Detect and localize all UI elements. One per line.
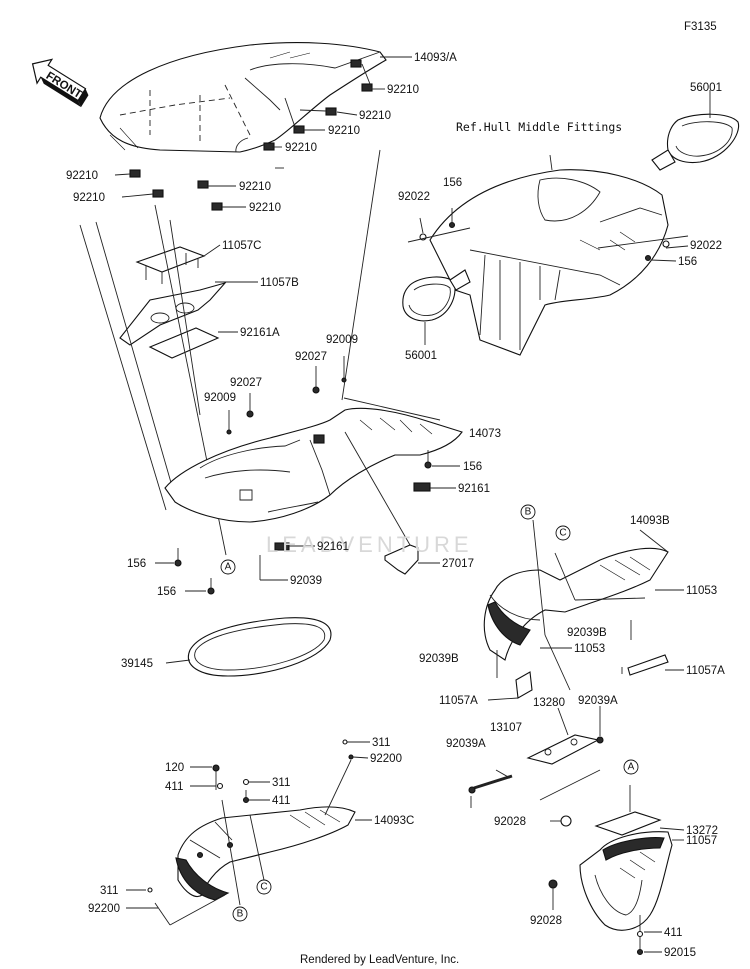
part-label: 120 (165, 762, 184, 774)
callout-c-bottom: C (256, 879, 272, 895)
part-label: 92039 (290, 575, 322, 587)
part-label: 13280 (533, 697, 565, 709)
reference-note: Ref.Hull Middle Fittings (456, 120, 622, 134)
part-label: 13272 (686, 825, 718, 837)
part-label: 56001 (405, 350, 437, 362)
part-label: 311 (372, 737, 390, 749)
part-label: 92027 (230, 377, 262, 389)
part-label: 92161 (458, 483, 490, 495)
part-label: 39145 (121, 658, 153, 670)
part-label: 92039A (578, 695, 618, 707)
seal-39145 (165, 617, 332, 677)
svg-text:A: A (628, 762, 635, 773)
part-label: 92039B (419, 653, 459, 665)
part-label: 11057A (439, 695, 478, 707)
bolts-92009-92027 (226, 356, 347, 435)
part-label: 92210 (66, 170, 98, 182)
fasteners-14093b (487, 519, 684, 701)
svg-text:B: B (237, 909, 244, 920)
part-label: 92200 (370, 753, 402, 765)
part-label: 92039A (446, 738, 486, 750)
seat-cover-14093a (99, 42, 387, 153)
part-label: 11053 (686, 585, 717, 597)
seat-base-body (164, 407, 463, 523)
fasteners-92022-156 (407, 208, 689, 262)
svg-text:B: B (525, 507, 532, 518)
part-label: 56001 (690, 82, 722, 94)
svg-text:C: C (260, 882, 267, 893)
part-label: 411 (272, 795, 290, 807)
part-label: 92028 (530, 915, 562, 927)
grommet-92210-group (129, 59, 373, 211)
cover-14093b (483, 529, 669, 661)
part-label: 92200 (88, 903, 120, 915)
bracket-11057 (579, 831, 684, 956)
figure-code: F3135 (684, 21, 717, 33)
part-label: 92210 (285, 142, 317, 154)
washer-92028 (548, 815, 572, 910)
callout-a-left: A (220, 559, 236, 575)
callout-a-right: A (623, 759, 639, 775)
svg-text:C: C (559, 528, 566, 539)
part-label: 311 (100, 885, 118, 897)
bracket-11057c (135, 244, 221, 284)
part-27017 (344, 431, 440, 575)
mirror-56001-lower (402, 269, 471, 345)
part-label: 156 (157, 586, 176, 598)
callout-b-top: B (520, 504, 536, 520)
part-labels: 14093/A 92210 92210 92210 92210 92210 92… (66, 52, 725, 959)
svg-text:A: A (225, 562, 232, 573)
part-label: 27017 (442, 558, 474, 570)
front-arrow-icon: FRONT (31, 58, 89, 108)
watermark: LEADVENTURE (266, 532, 473, 557)
bracket-13280 (526, 706, 604, 765)
part-label: 92210 (328, 125, 360, 137)
part-label: 11057B (260, 277, 299, 289)
part-label: 411 (165, 781, 183, 793)
part-label: 156 (443, 177, 462, 189)
pin-13107 (468, 769, 601, 808)
part-label: 311 (272, 777, 290, 789)
part-label: 156 (463, 461, 482, 473)
plate-92161a (148, 327, 238, 359)
hull-middle-fittings (429, 154, 669, 356)
part-label: 92028 (494, 816, 526, 828)
part-label: 92210 (73, 192, 105, 204)
part-label: 92161A (240, 327, 280, 339)
part-label: 92210 (359, 110, 391, 122)
part-label: 92210 (249, 202, 281, 214)
footer-credit: Rendered by LeadVenture, Inc. (300, 954, 459, 966)
part-label: 92039B (567, 627, 607, 639)
part-label: 92027 (295, 351, 327, 363)
part-label: 92009 (326, 334, 358, 346)
part-label: 92210 (239, 181, 271, 193)
part-label: 11053 (574, 643, 605, 655)
part-label: 11057C (222, 240, 261, 252)
fasteners-14093c (126, 739, 372, 926)
part-label: 92022 (690, 240, 722, 252)
part-label: 92210 (387, 84, 419, 96)
mirror-56001-upper (651, 90, 740, 171)
part-label: 411 (664, 927, 682, 939)
fasteners-156-92161 (155, 450, 460, 595)
leader-lines-upper (114, 56, 412, 208)
part-label: 14093B (630, 515, 670, 527)
plate-13272 (594, 785, 685, 836)
part-label: 92022 (398, 191, 430, 203)
callout-c-top: C (555, 525, 571, 541)
part-label: 92161 (317, 541, 349, 553)
part-label: 92009 (204, 392, 236, 404)
part-label: 156 (678, 256, 697, 268)
part-label: 13107 (490, 722, 522, 734)
part-label: 11057 (686, 835, 717, 847)
part-label: 156 (127, 558, 146, 570)
part-label: 14093/A (414, 52, 457, 64)
callout-b-bottom: B (232, 906, 248, 922)
part-label: 14093C (374, 815, 414, 827)
part-label: 92015 (664, 947, 696, 959)
part-label: 11057A (686, 665, 725, 677)
part-label: 14073 (469, 428, 501, 440)
